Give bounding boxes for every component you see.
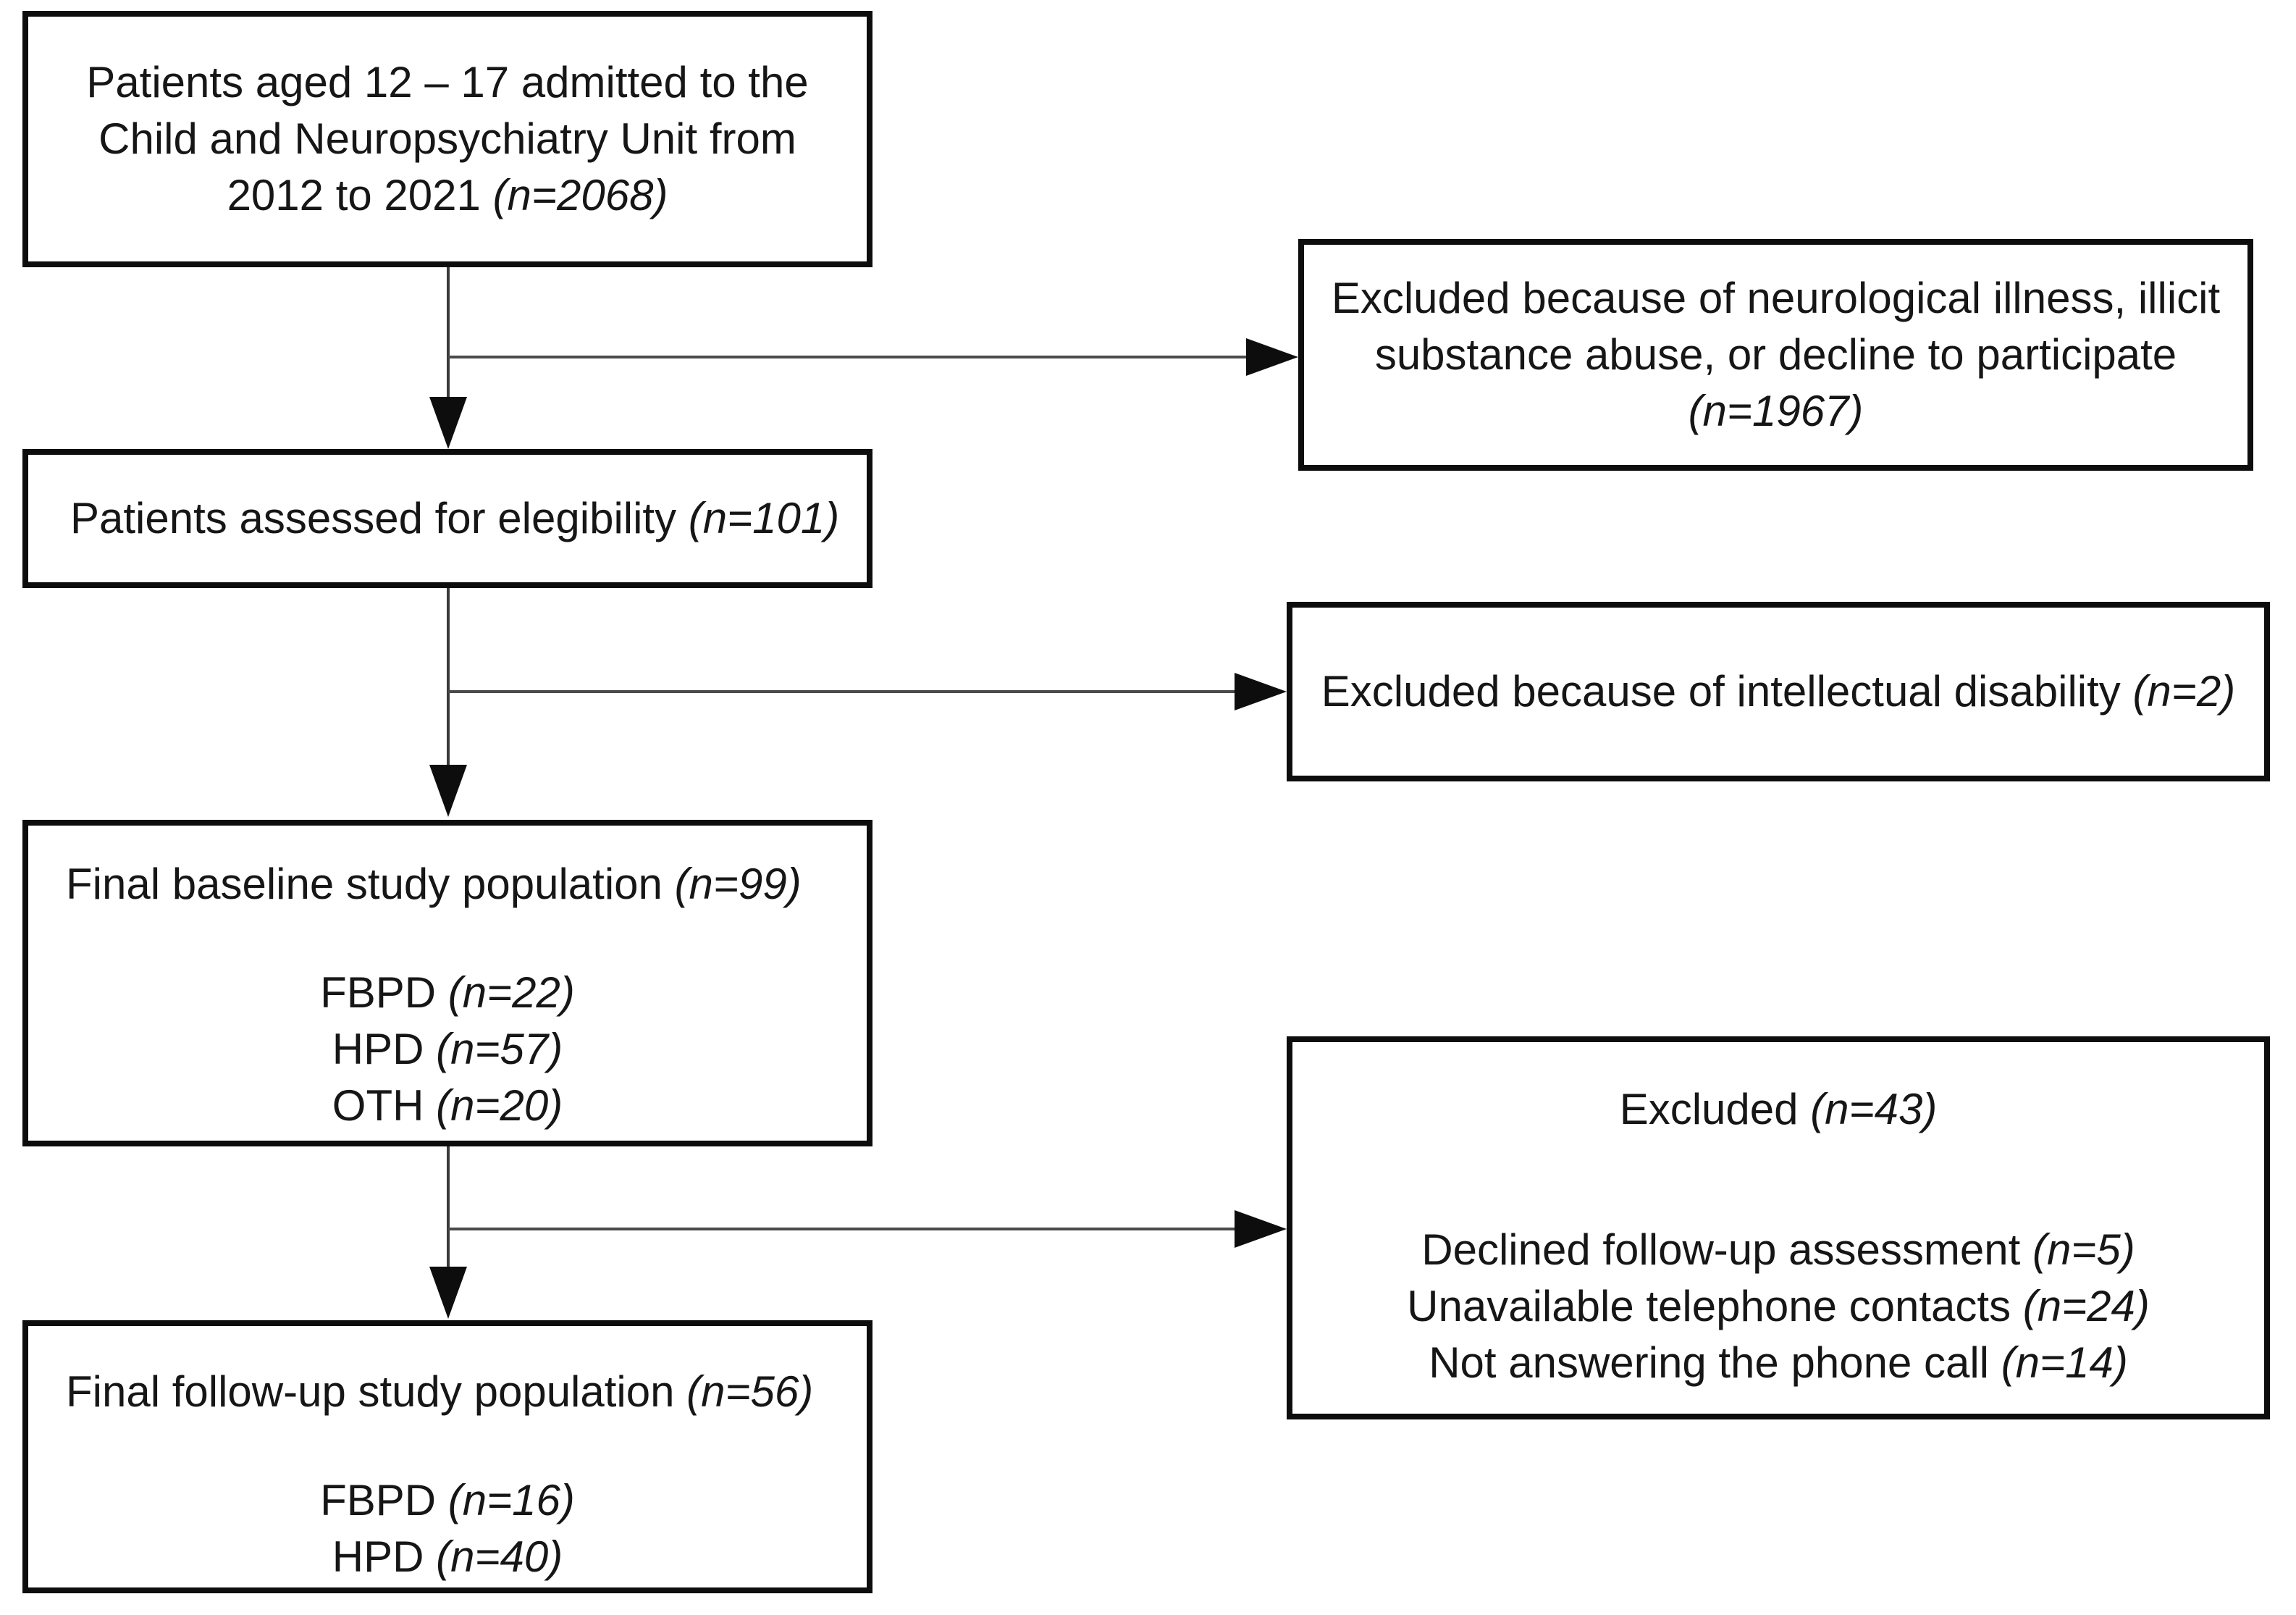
subgroup-row: FBPD (n=22) xyxy=(320,968,575,1017)
node-followup-population: Final follow-up study population (n=56) … xyxy=(22,1320,872,1593)
n-count: (n=43) xyxy=(1810,1085,1938,1133)
subgroup-row: HPD (n=40) xyxy=(332,1532,563,1581)
node-text-line: Excluded because of intellectual disabil… xyxy=(1321,667,2236,716)
node-baseline-population: Final baseline study population (n=99) F… xyxy=(22,820,872,1146)
arrowhead-down-icon xyxy=(429,765,467,817)
node-text-line: Patients aged 12 – 17 admitted to the xyxy=(86,58,809,106)
n-count: (n=14) xyxy=(2001,1338,2128,1387)
n-count: (n=40) xyxy=(436,1532,563,1581)
arrowhead-down-icon xyxy=(429,1267,467,1319)
node-title: Final baseline study population (n=99) xyxy=(66,860,802,908)
reason-row: Declined follow-up assessment (n=5) xyxy=(1421,1225,2135,1274)
connector-admitted-excluded-screening xyxy=(448,356,1250,358)
reason-row: Unavailable telephone contacts (n=24) xyxy=(1407,1282,2150,1330)
n-count: (n=1967) xyxy=(1688,387,1864,435)
connector-baseline-excluded-followup xyxy=(448,1228,1239,1230)
node-assessed-eligibility: Patients assessed for elegibility (n=101… xyxy=(22,449,872,588)
node-title: Final follow-up study population (n=56) xyxy=(66,1367,814,1416)
n-count: (n=16) xyxy=(447,1476,575,1524)
connector-assessed-excluded-intellectual xyxy=(448,690,1239,693)
n-count: (n=20) xyxy=(436,1081,563,1130)
node-text-line: Excluded because of neurological illness… xyxy=(1331,274,2221,322)
connector-assessed-baseline xyxy=(447,588,450,766)
node-excluded-followup: Excluded (n=43) Declined follow-up asses… xyxy=(1287,1036,2270,1419)
subgroup-row: HPD (n=57) xyxy=(332,1025,563,1073)
node-admitted-patients: Patients aged 12 – 17 admitted to the Ch… xyxy=(22,11,872,267)
node-text-line: Child and Neuropsychiatry Unit from xyxy=(98,114,796,163)
node-text-line: (n=1967) xyxy=(1304,383,2247,440)
n-count: (n=2068) xyxy=(492,171,668,219)
n-count: (n=56) xyxy=(686,1367,814,1416)
reason-row: Not answering the phone call (n=14) xyxy=(1429,1338,2128,1387)
n-count: (n=101) xyxy=(688,494,840,542)
node-excluded-intellectual-disability: Excluded because of intellectual disabil… xyxy=(1287,602,2270,781)
arrowhead-down-icon xyxy=(429,397,467,449)
node-text-line: Patients assessed for elegibility (n=101… xyxy=(70,494,840,542)
n-count: (n=57) xyxy=(436,1025,563,1073)
arrowhead-right-icon xyxy=(1235,1210,1287,1248)
connector-baseline-followup xyxy=(447,1146,450,1268)
connector-admitted-assessed xyxy=(447,267,450,400)
spacer xyxy=(28,1420,867,1472)
node-title: Excluded (n=43) xyxy=(1619,1085,1938,1133)
spacer xyxy=(28,913,867,965)
node-text-line: 2012 to 2021 (n=2068) xyxy=(227,171,668,219)
subgroup-row: FBPD (n=16) xyxy=(320,1476,575,1524)
arrowhead-right-icon xyxy=(1235,673,1287,710)
arrowhead-right-icon xyxy=(1246,338,1298,376)
node-excluded-screening: Excluded because of neurological illness… xyxy=(1298,239,2253,471)
node-text-line: substance abuse, or decline to participa… xyxy=(1374,330,2177,379)
subgroup-row: OTH (n=20) xyxy=(332,1081,563,1130)
n-count: (n=99) xyxy=(674,860,802,908)
n-count: (n=5) xyxy=(2032,1225,2135,1274)
spacer xyxy=(1292,1138,2264,1222)
n-count: (n=24) xyxy=(2022,1282,2150,1330)
n-count: (n=2) xyxy=(2132,667,2236,716)
n-count: (n=22) xyxy=(447,968,575,1017)
